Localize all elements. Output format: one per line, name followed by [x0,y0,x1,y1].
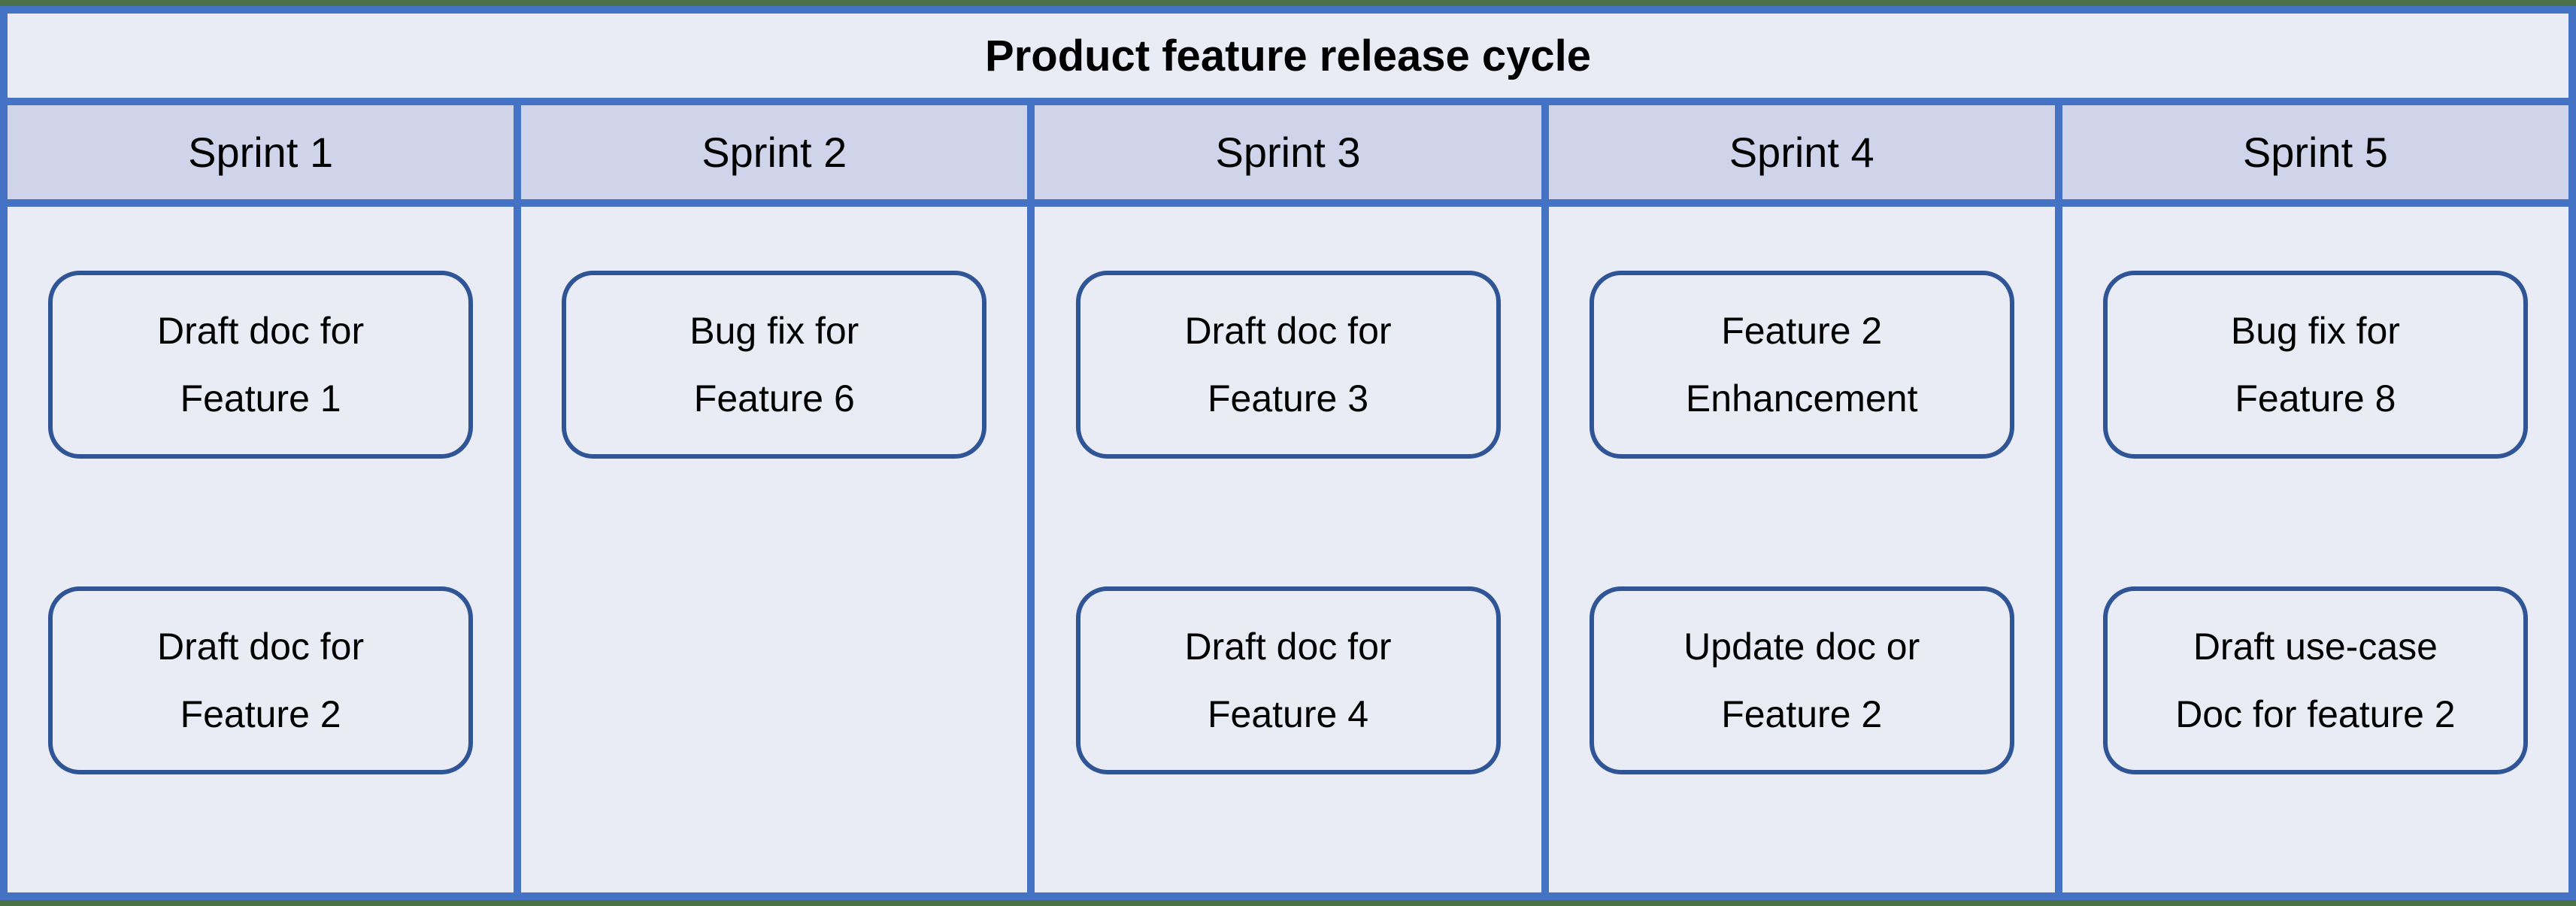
sprint-5-column: Bug fix for Feature 8 Draft use-case Doc… [2062,207,2569,892]
task-card-sprint4-2: Update doc or Feature 2 [1589,586,2014,774]
task-card-sprint5-1: Bug fix for Feature 8 [2102,271,2528,459]
task-card-sprint1-2: Draft doc for Feature 2 [48,586,474,774]
sprint-3-column: Draft doc for Feature 3 Draft doc for Fe… [1035,207,1549,892]
diagram-title: Product feature release cycle [985,31,1591,80]
title-row: Product feature release cycle [8,14,2568,105]
sprint-5-header: Sprint 5 [2062,105,2569,199]
task-card-sprint2-1: Bug fix for Feature 6 [562,271,987,459]
sprint-4-column: Feature 2 Enhancement Update doc or Feat… [1548,207,2062,892]
task-card-sprint4-1: Feature 2 Enhancement [1589,271,2014,459]
task-card-sprint3-2: Draft doc for Feature 4 [1075,586,1501,774]
release-cycle-table: Product feature release cycle Sprint 1 S… [0,6,2576,900]
sprint-1-header: Sprint 1 [8,105,522,199]
task-card-sprint1-1: Draft doc for Feature 1 [48,271,474,459]
sprint-1-column: Draft doc for Feature 1 Draft doc for Fe… [8,207,522,892]
sprint-3-header: Sprint 3 [1035,105,1549,199]
sprint-header-row: Sprint 1 Sprint 2 Sprint 3 Sprint 4 Spri… [8,105,2569,207]
task-card-sprint3-1: Draft doc for Feature 3 [1075,271,1501,459]
sprint-2-header: Sprint 2 [521,105,1035,199]
sprint-4-header: Sprint 4 [1548,105,2062,199]
sprint-2-column: Bug fix for Feature 6 [521,207,1035,892]
sprint-content-row: Draft doc for Feature 1 Draft doc for Fe… [8,207,2569,892]
task-card-sprint5-2: Draft use-case Doc for feature 2 [2102,586,2528,774]
